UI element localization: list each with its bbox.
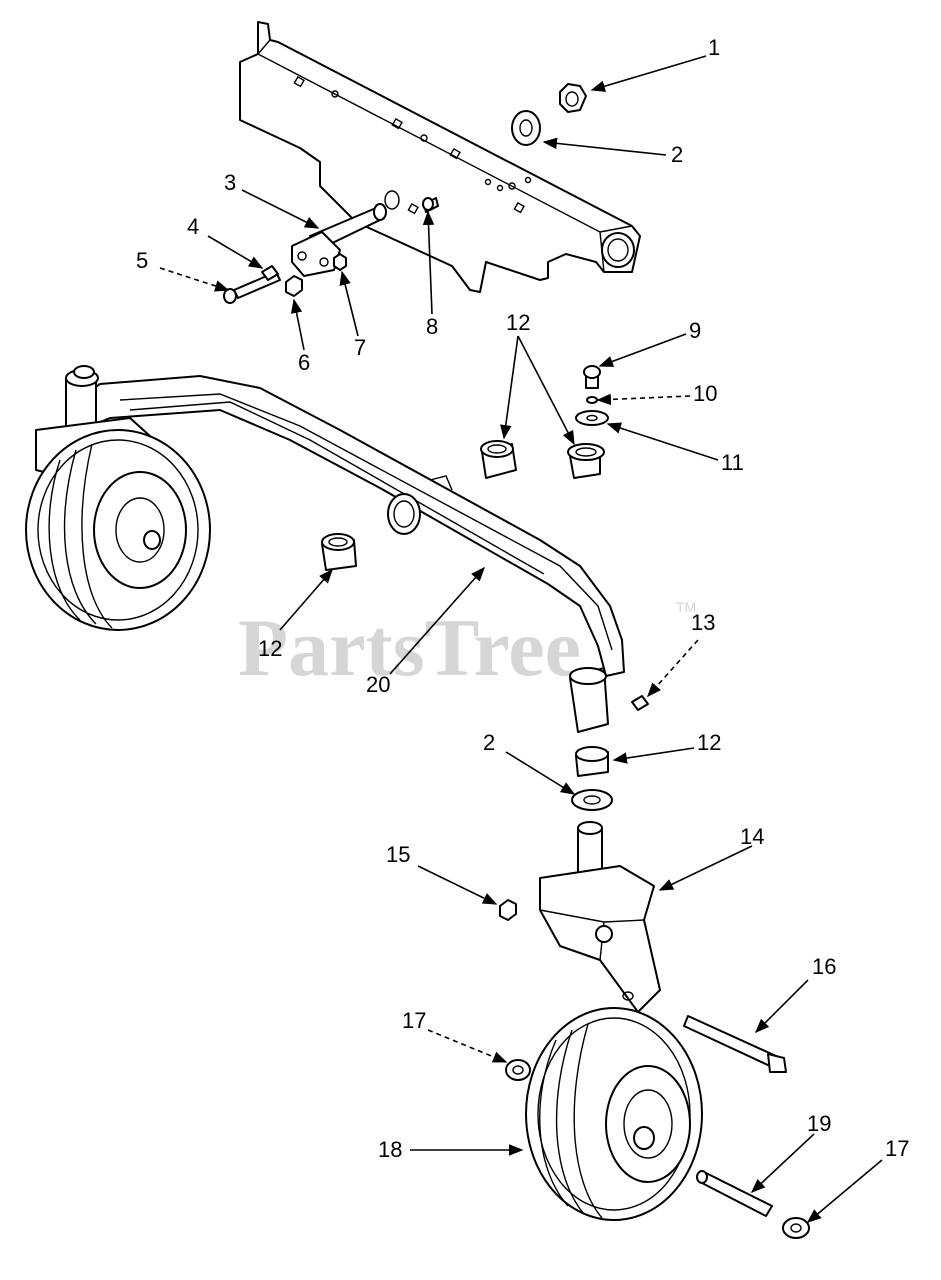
callout-17-b: 17 bbox=[885, 1136, 909, 1161]
part-3-pivot-bolt bbox=[291, 203, 387, 277]
watermark-trademark: TM bbox=[676, 599, 696, 615]
part-19-axle-tube bbox=[696, 1170, 773, 1217]
callout-4: 4 bbox=[187, 214, 199, 239]
part-2-washer-lower bbox=[571, 789, 613, 811]
callout-12-c: 12 bbox=[697, 730, 721, 755]
watermark: PartsTree bbox=[238, 602, 581, 693]
part-5-pin bbox=[223, 288, 237, 304]
part-8-bolt bbox=[422, 197, 439, 213]
callout-2-lower: 2 bbox=[483, 730, 495, 755]
callout-1: 1 bbox=[708, 35, 720, 60]
callout-12-a: 12 bbox=[506, 310, 530, 335]
callout-8: 8 bbox=[426, 314, 438, 339]
part-18-wheel bbox=[525, 1007, 703, 1221]
assembled-left-caster-wheel bbox=[25, 365, 211, 631]
callout-12-b: 12 bbox=[258, 636, 282, 661]
frame-rail bbox=[239, 21, 641, 293]
callout-3: 3 bbox=[224, 170, 236, 195]
callout-2-top: 2 bbox=[671, 142, 683, 167]
callout-19: 19 bbox=[807, 1111, 831, 1136]
callout-18: 18 bbox=[378, 1137, 402, 1162]
callout-5: 5 bbox=[136, 248, 148, 273]
callout-14: 14 bbox=[740, 824, 764, 849]
part-17-spacer-b bbox=[782, 1217, 810, 1239]
callout-15: 15 bbox=[386, 842, 410, 867]
callout-13: 13 bbox=[691, 610, 715, 635]
callout-7: 7 bbox=[354, 335, 366, 360]
part-10-lock-washer bbox=[586, 396, 598, 404]
part-20-front-axle bbox=[69, 375, 625, 733]
part-15-nut bbox=[499, 899, 517, 921]
part-1-hex-nut bbox=[559, 83, 587, 113]
part-12-bushing-a bbox=[480, 440, 517, 479]
part-4-grease-fitting bbox=[233, 265, 281, 299]
part-17-spacer-a bbox=[505, 1059, 531, 1081]
part-2-washer-top bbox=[511, 110, 541, 146]
callout-6: 6 bbox=[298, 350, 310, 375]
callout-17-a: 17 bbox=[402, 1008, 426, 1033]
callout-9: 9 bbox=[689, 318, 701, 343]
part-13-grease-fitting bbox=[631, 695, 649, 711]
part-6-nut bbox=[285, 275, 303, 297]
callout-20: 20 bbox=[366, 672, 390, 697]
part-12-bushing-c bbox=[321, 533, 357, 571]
part-9-bolt bbox=[583, 365, 601, 389]
part-11-washer bbox=[575, 410, 609, 426]
callout-16: 16 bbox=[812, 954, 836, 979]
part-12-bushing-b bbox=[567, 443, 605, 479]
part-12-bushing-d bbox=[575, 746, 609, 777]
part-14-caster-fork bbox=[539, 821, 661, 1013]
part-16-bolt bbox=[683, 1015, 787, 1073]
part-7-nut bbox=[333, 253, 347, 271]
callout-11: 11 bbox=[721, 450, 744, 475]
callout-10: 10 bbox=[693, 381, 717, 406]
leader-lines bbox=[159, 55, 883, 1223]
callout-labels: 1 2 3 4 5 6 7 8 9 10 11 12 12 12 13 20 2… bbox=[136, 35, 909, 1162]
